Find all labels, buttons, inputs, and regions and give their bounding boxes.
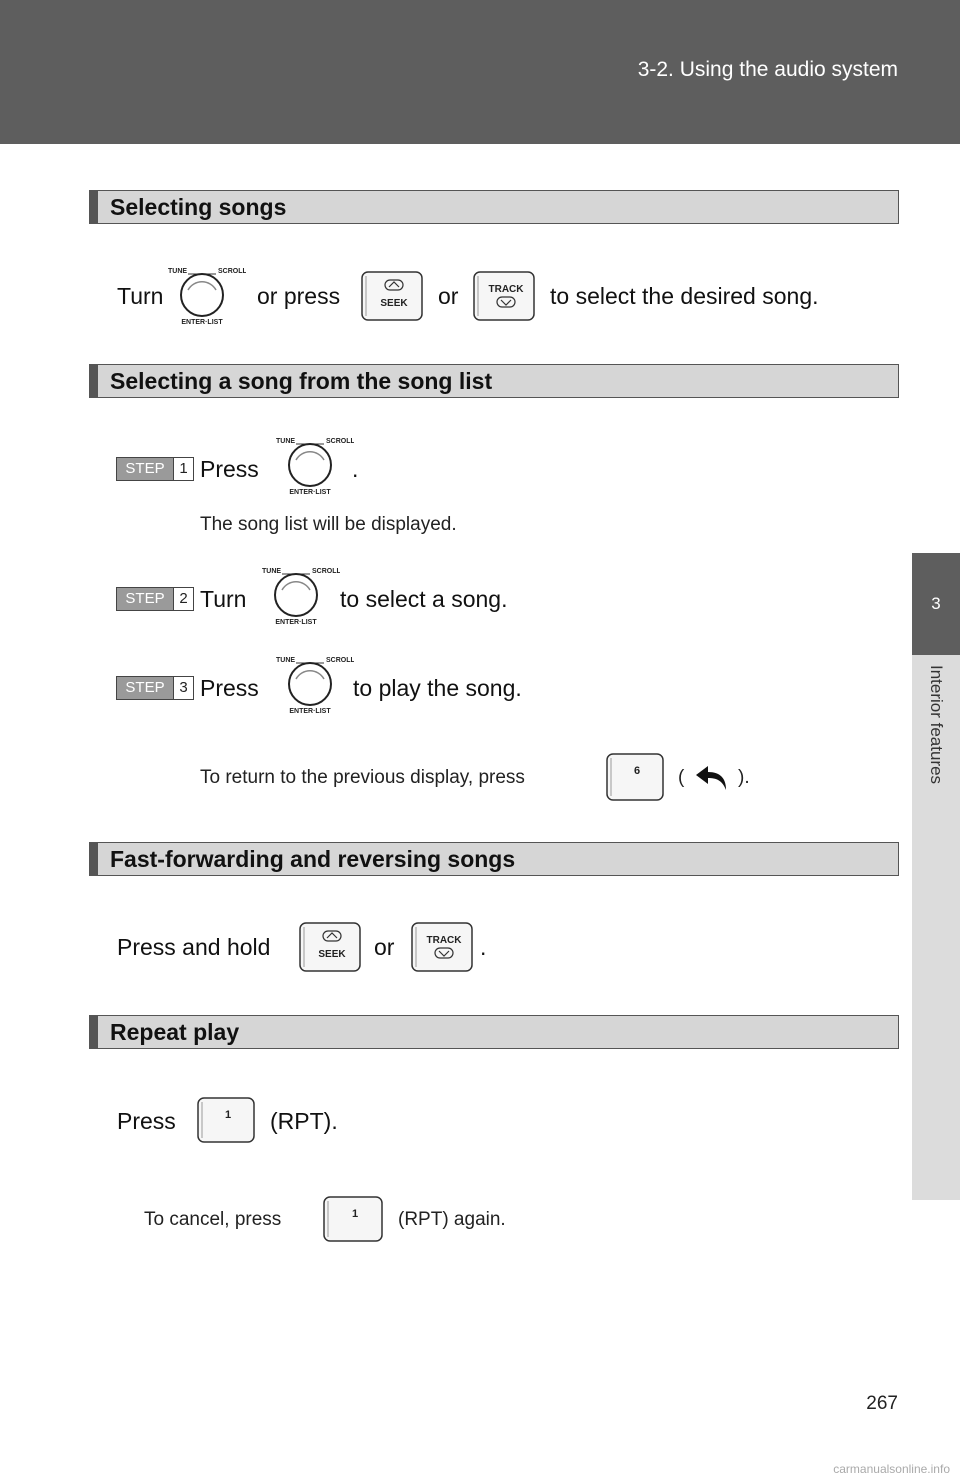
chapter-title: 3-2. Using the audio system bbox=[637, 58, 898, 81]
section-title: Selecting songs bbox=[110, 194, 287, 220]
knob-label-enter-list: ENTER·LIST bbox=[289, 708, 331, 715]
knob-label-enter-list: ENTER·LIST bbox=[275, 619, 317, 626]
instruction-text: Press bbox=[117, 1108, 176, 1134]
instruction-text: or press bbox=[257, 283, 341, 309]
section-title: Fast-forwarding and reversing songs bbox=[110, 846, 516, 872]
step-label: STEP bbox=[117, 458, 173, 480]
back-arrow-icon bbox=[696, 766, 726, 790]
section-title: Repeat play bbox=[110, 1019, 240, 1045]
track-button-icon: TRACK bbox=[473, 271, 535, 321]
knob-label-tune: TUNE bbox=[262, 568, 281, 575]
preset-1-button-icon: 1 bbox=[323, 1196, 383, 1242]
knob-label-tune: TUNE bbox=[276, 657, 295, 664]
step-badge-2: STEP 2 bbox=[116, 587, 194, 611]
return-note-paren: ( bbox=[678, 767, 685, 788]
track-label: TRACK bbox=[489, 284, 525, 295]
step-text: Turn bbox=[200, 586, 247, 612]
section-header-fast-forward: Fast-forwarding and reversing songs bbox=[89, 842, 899, 876]
knob-label-tune: TUNE bbox=[168, 268, 187, 275]
tune-knob-icon: TUNE SCROLL ENTER·LIST bbox=[276, 438, 354, 496]
step-label: STEP bbox=[117, 588, 173, 610]
section-title: Selecting a song from the song list bbox=[110, 368, 493, 394]
track-label: TRACK bbox=[427, 935, 463, 946]
page-header: 3-2. Using the audio system bbox=[0, 0, 960, 144]
step-number: 3 bbox=[173, 677, 193, 699]
knob-label-scroll: SCROLL bbox=[312, 568, 340, 575]
section-header-song-list: Selecting a song from the song list bbox=[89, 364, 899, 398]
track-button-icon: TRACK bbox=[411, 922, 473, 972]
step-number: 2 bbox=[173, 588, 193, 610]
instruction-text: or bbox=[438, 283, 459, 309]
return-note-paren: ). bbox=[738, 767, 750, 788]
step-number: 1 bbox=[173, 458, 193, 480]
tune-knob-icon: TUNE SCROLL ENTER·LIST bbox=[262, 568, 340, 626]
watermark: carmanualsonline.info bbox=[833, 1462, 950, 1476]
knob-label-enter-list: ENTER·LIST bbox=[289, 489, 331, 496]
preset-1-button-icon: 1 bbox=[197, 1097, 255, 1143]
instruction-text: . bbox=[480, 934, 487, 960]
page-number: 267 bbox=[866, 1393, 898, 1414]
section-header-repeat-play: Repeat play bbox=[89, 1015, 899, 1049]
preset-label: 6 bbox=[634, 765, 640, 777]
tune-knob-icon: TUNE SCROLL ENTER·LIST bbox=[168, 268, 246, 326]
step-badge-1: STEP 1 bbox=[116, 457, 194, 481]
knob-label-scroll: SCROLL bbox=[218, 268, 246, 275]
step-label: STEP bbox=[117, 677, 173, 699]
step-note: The song list will be displayed. bbox=[200, 514, 457, 535]
step-text: Press bbox=[200, 456, 259, 482]
return-note: To return to the previous display, press bbox=[200, 767, 525, 788]
instruction-text: or bbox=[374, 934, 395, 960]
preset-6-button-icon: 6 bbox=[606, 753, 664, 801]
preset-label: 1 bbox=[352, 1208, 358, 1220]
seek-label: SEEK bbox=[380, 298, 408, 309]
instruction-text: (RPT). bbox=[270, 1108, 338, 1134]
step-text: . bbox=[352, 456, 359, 482]
seek-button-icon: SEEK bbox=[299, 922, 361, 972]
preset-label: 1 bbox=[225, 1109, 231, 1121]
seek-label: SEEK bbox=[318, 949, 346, 960]
cancel-note: (RPT) again. bbox=[398, 1209, 506, 1230]
cancel-note: To cancel, press bbox=[144, 1209, 282, 1230]
side-tab: Interior features bbox=[912, 655, 960, 1200]
knob-label-scroll: SCROLL bbox=[326, 438, 354, 445]
knob-label-tune: TUNE bbox=[276, 438, 295, 445]
instruction-text: Press and hold bbox=[117, 934, 271, 960]
step-text: Press bbox=[200, 675, 259, 701]
tune-knob-icon: TUNE SCROLL ENTER·LIST bbox=[276, 657, 354, 715]
side-tab-label: Interior features bbox=[927, 665, 946, 785]
instruction-text: Turn bbox=[117, 283, 164, 309]
side-tab-number: 3 bbox=[912, 553, 960, 655]
step-text: to select a song. bbox=[340, 586, 508, 612]
section-header-selecting-songs: Selecting songs bbox=[89, 190, 899, 224]
instruction-text: to select the desired song. bbox=[550, 283, 819, 309]
knob-label-scroll: SCROLL bbox=[326, 657, 354, 664]
step-badge-3: STEP 3 bbox=[116, 676, 194, 700]
seek-button-icon: SEEK bbox=[361, 271, 423, 321]
step-text: to play the song. bbox=[353, 675, 522, 701]
knob-label-enter-list: ENTER·LIST bbox=[181, 319, 223, 326]
